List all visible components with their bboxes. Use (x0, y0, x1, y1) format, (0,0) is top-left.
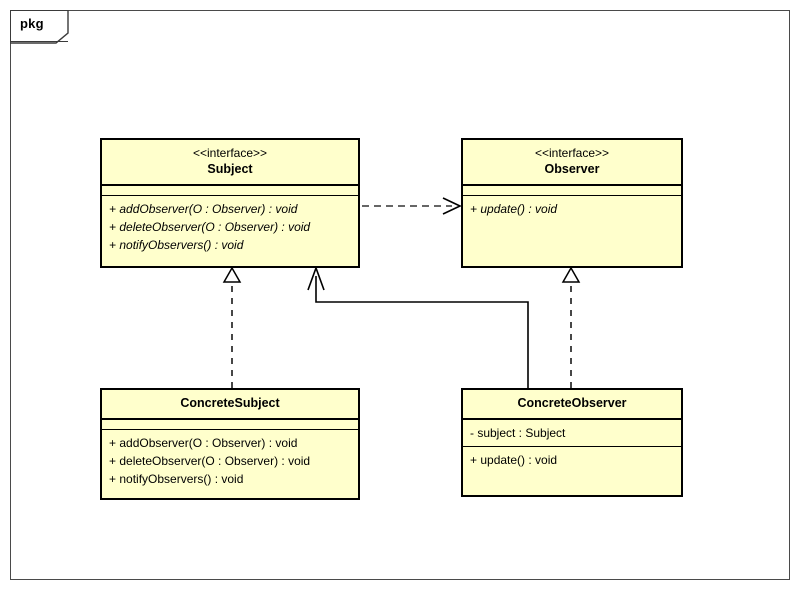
attributes-compartment-concreteobserver: - subject : Subject (463, 420, 681, 447)
methods-compartment-observer: + update() : void (463, 196, 681, 266)
class-box-concretesubject[interactable]: ConcreteSubject + addObserver(O : Observ… (100, 388, 360, 500)
attributes-compartment-concretesubject (102, 420, 358, 430)
class-name-concretesubject: ConcreteSubject (180, 396, 280, 410)
method-item: + addObserver(O : Observer) : void (109, 436, 298, 450)
package-frame (10, 10, 790, 580)
attribute-item: - subject : Subject (470, 426, 566, 440)
method-item: + deleteObserver(O : Observer) : void (109, 220, 311, 234)
methods-compartment-subject: + addObserver(O : Observer) : void + del… (102, 196, 358, 266)
class-header-concreteobserver: ConcreteObserver (463, 390, 681, 420)
method-item: + notifyObservers() : void (109, 472, 244, 486)
method-item: + update() : void (470, 453, 558, 467)
class-name-concreteobserver: ConcreteObserver (517, 396, 627, 410)
class-box-observer[interactable]: <<interface>> Observer + update() : void (461, 138, 683, 268)
class-header-concretesubject: ConcreteSubject (102, 390, 358, 420)
method-item: + notifyObservers() : void (109, 238, 244, 252)
method-item: + update() : void (470, 202, 558, 216)
class-box-concreteobserver[interactable]: ConcreteObserver - subject : Subject + u… (461, 388, 683, 497)
methods-compartment-concretesubject: + addObserver(O : Observer) : void + del… (102, 430, 358, 498)
class-name-observer: Observer (544, 162, 600, 176)
attributes-compartment-observer (463, 186, 681, 196)
class-name-subject: Subject (207, 162, 253, 176)
package-label: pkg (20, 16, 44, 31)
class-header-subject: <<interface>> Subject (102, 140, 358, 186)
class-header-observer: <<interface>> Observer (463, 140, 681, 186)
stereotype-observer: <<interface>> (534, 146, 610, 160)
class-box-subject[interactable]: <<interface>> Subject + addObserver(O : … (100, 138, 360, 268)
attributes-compartment-subject (102, 186, 358, 196)
stereotype-subject: <<interface>> (192, 146, 268, 160)
methods-compartment-concreteobserver: + update() : void (463, 447, 681, 495)
method-item: + deleteObserver(O : Observer) : void (109, 454, 311, 468)
method-item: + addObserver(O : Observer) : void (109, 202, 298, 216)
